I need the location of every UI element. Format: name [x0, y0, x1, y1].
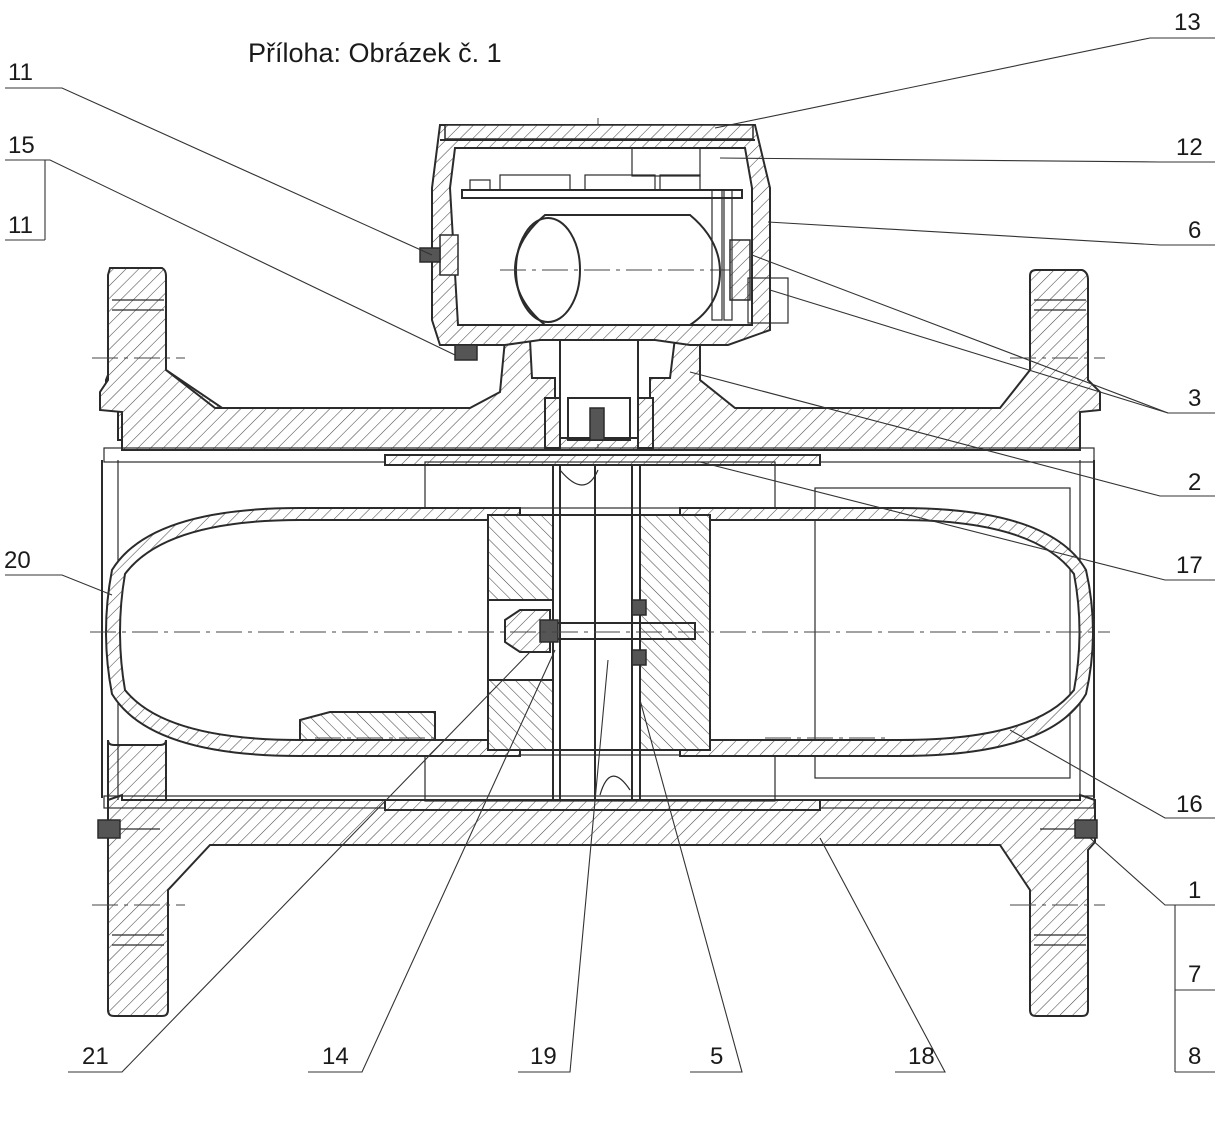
part-label-18: 18 [908, 1043, 935, 1070]
part-label-6: 6 [1188, 217, 1201, 244]
main-body-bottom [103, 793, 1096, 1017]
top-housing [419, 124, 789, 361]
part-label-17: 17 [1176, 552, 1203, 579]
part-label-1: 1 [1188, 877, 1201, 904]
part-label-21: 21 [82, 1043, 109, 1070]
part-label-5: 5 [710, 1043, 723, 1070]
screw-left [97, 819, 121, 839]
part-label-7: 7 [1188, 961, 1201, 988]
part-label-8: 8 [1188, 1043, 1201, 1070]
sensor-neck [544, 339, 654, 449]
part-label-19: 19 [530, 1043, 557, 1070]
part-label-16: 16 [1176, 791, 1203, 818]
part-label-11-bottom: 11 [8, 212, 33, 239]
right-displacer-body [679, 507, 1094, 757]
part-label-20: 20 [4, 547, 31, 574]
part-label-14: 14 [322, 1043, 349, 1070]
shaft-assembly [504, 599, 696, 666]
top-liner-plate [384, 454, 821, 466]
upper-ring-sleeve [424, 461, 776, 509]
part-label-2: 2 [1188, 469, 1201, 496]
part-label-3: 3 [1188, 385, 1201, 412]
part-label-12: 12 [1176, 134, 1203, 161]
drawing-title: Příloha: Obrázek č. 1 [248, 38, 502, 68]
leader-lines [5, 37, 1215, 1073]
screw-right [1074, 819, 1098, 839]
part-label-13: 13 [1174, 9, 1201, 36]
part-label-15: 15 [8, 132, 35, 159]
left-displacer-body [105, 507, 521, 757]
part-label-11-top: 11 [8, 59, 33, 86]
